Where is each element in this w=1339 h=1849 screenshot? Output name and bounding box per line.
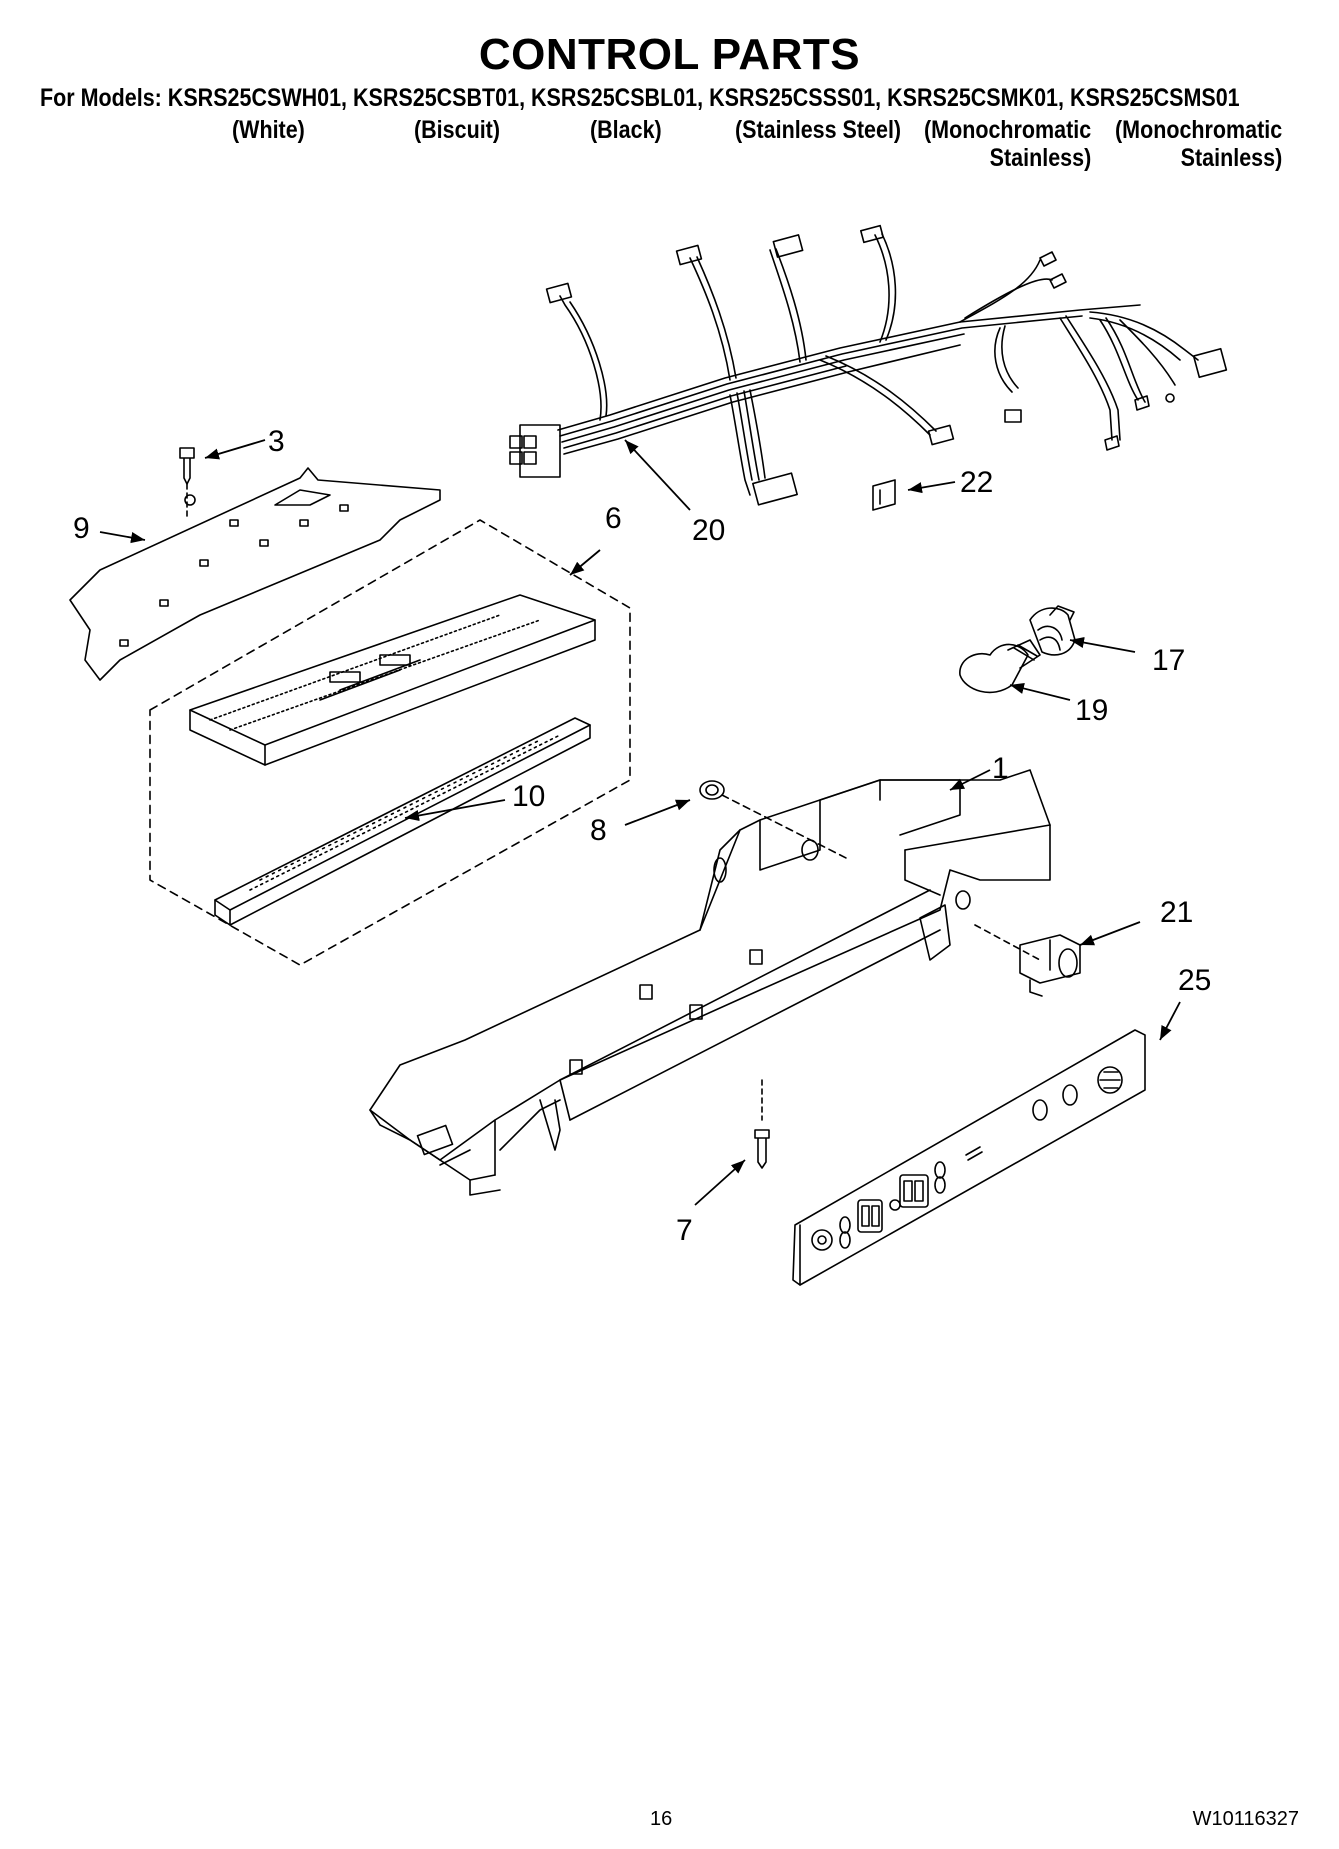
- callout-3: 3: [268, 425, 285, 458]
- callout-22: 22: [960, 466, 993, 499]
- variant-monochromatic-2: (Monochromatic Stainless): [1115, 116, 1282, 172]
- connector-plug: [675, 244, 703, 266]
- variant-line2: Stainless): [989, 144, 1092, 172]
- callout-10: 10: [512, 780, 545, 813]
- variant-line1: (Biscuit): [414, 116, 500, 144]
- page-number: 16: [650, 1808, 673, 1830]
- callout-9: 9: [73, 512, 90, 545]
- callout-leaders: [99, 439, 1181, 1206]
- connector-plug: [859, 224, 885, 244]
- connector-plug: [772, 234, 804, 258]
- light-switch: [1019, 934, 1081, 984]
- callout-20: 20: [692, 514, 725, 547]
- variant-line1: (Monochromatic: [924, 116, 1092, 144]
- variant-line1: (Black): [590, 116, 662, 144]
- lamp-socket: [1029, 607, 1076, 656]
- callout-25: 25: [1178, 964, 1211, 997]
- connector-plug: [545, 282, 573, 304]
- variant-line1: (Monochromatic: [1115, 116, 1283, 144]
- variant-line1: (Stainless Steel): [735, 116, 902, 144]
- harness-main-connector: [519, 424, 561, 478]
- mounting-bracket: [69, 467, 441, 681]
- connector-plug: [1004, 409, 1022, 423]
- variant-black: (Black): [590, 116, 662, 144]
- connector-plug: [752, 472, 798, 506]
- models-line: For Models: KSRS25CSWH01, KSRS25CSBT01, …: [40, 84, 1240, 112]
- screw: [179, 447, 195, 485]
- variant-monochromatic-1: (Monochromatic Stainless): [924, 116, 1091, 172]
- control-panel-overlay: [792, 1029, 1146, 1286]
- variant-stainless-steel: (Stainless Steel): [735, 116, 901, 144]
- variant-line1: (White): [232, 116, 305, 144]
- document-number: W10116327: [1192, 1808, 1299, 1830]
- harness-clip: [872, 479, 896, 511]
- control-housing: [369, 769, 1051, 1196]
- variant-biscuit: (Biscuit): [414, 116, 500, 144]
- wiring-harness: [557, 233, 1199, 496]
- connector-plug: [1192, 347, 1228, 379]
- callout-21: 21: [1160, 896, 1193, 929]
- connector-plug: [927, 424, 955, 446]
- light-bulb: [959, 643, 1029, 694]
- callout-8: 8: [590, 814, 607, 847]
- variant-white: (White): [232, 116, 305, 144]
- screw: [754, 1129, 770, 1169]
- page-title: CONTROL PARTS: [478, 30, 861, 79]
- grommet: [699, 780, 725, 800]
- callout-17: 17: [1152, 644, 1185, 677]
- callout-7: 7: [676, 1214, 693, 1247]
- callout-6: 6: [605, 502, 622, 535]
- control-board-group-outline: [149, 519, 631, 966]
- variant-line2: Stainless): [1180, 144, 1283, 172]
- callout-19: 19: [1075, 694, 1108, 727]
- callout-1: 1: [992, 752, 1009, 785]
